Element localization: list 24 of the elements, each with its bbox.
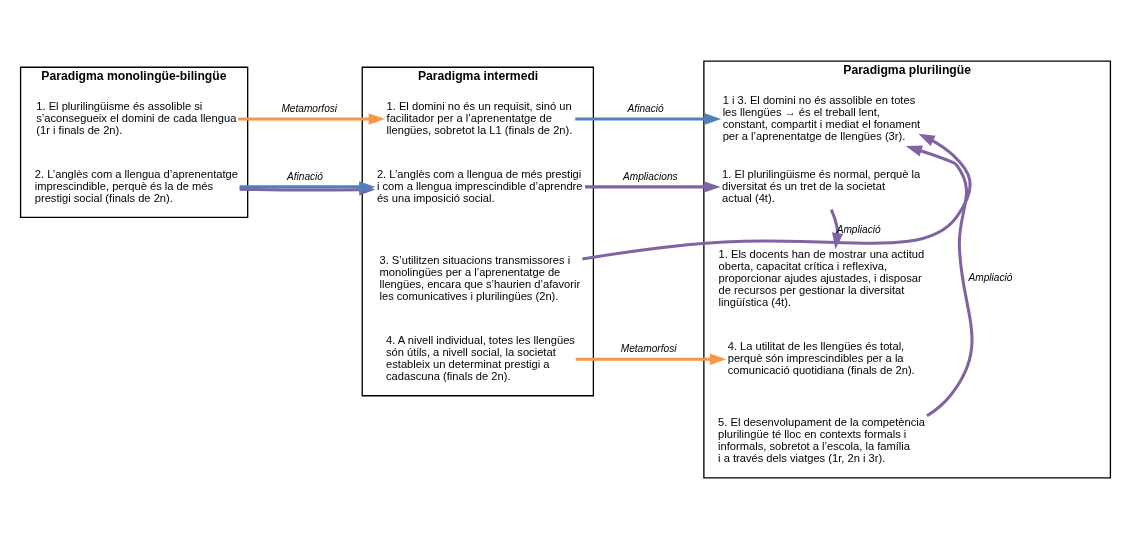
arrow [582,133,972,261]
edge-label: Ampliacions [623,170,678,182]
node-text: 1. El domini no és un requisit, sinó un facilitador per a l’aprenentatge de llengües, sobretot la L1 (finals de 2n). [386,99,573,136]
node-text: 1 i 3. El domini no és assolible en totes les llengües → és el treball lent, constant, compartit i mediat el fonament per a l’aprenentatge de llengües (3r). [722,93,921,143]
node-text: 1. El plurilingüisme és normal, perquè la diversitat és un tret de la societat actual (4t). [722,167,921,204]
arrow [829,208,844,250]
edge-label: Afinació [627,102,664,114]
node-text: 3. S’utilitzen situacions transmissores i monolingües per a l’aprenentatge de llengües, encara que s’haurien d’afavorir les comunicatives i plurilingües (2n). [379,253,581,303]
node-text: 5. El desenvolupament de la competència plurilingüe té lloc en contexts formals i informals, sobretot a l’escola, la família i a través dels viatges (1r, 2n i 3r). [718,415,925,465]
arrow [575,113,722,125]
arrow [238,113,385,125]
edge-label: Ampliació [968,271,1013,283]
arrow [575,353,727,365]
arrow [584,181,721,193]
arrow [905,145,974,418]
node-text: 1. El plurilingüisme és assolible si s’aconsegueix el domini de cada llengua (1r i finals de 2n). [36,99,237,136]
node-text: 1. Els docents han de mostrar una actitud oberta, capacitat crítica i reflexiva, proporcionar ajudes ajustades, i disposar de recursos per gestionar la diversitat lingüística (4t). [718,247,925,309]
edge-label: Afinació [286,170,323,182]
node-text: 2. L’anglès com a llengua d’aprenentatge imprescindible, perquè és la de més prestigi social (finals de 2n). [34,167,238,204]
node-text: 4. A nivell individual, totes les llengües són útils, a nivell social, la societat estableix un determinat prestigi a cadascuna (finals de 2n). [386,333,575,383]
edge-label: Metamorfosi [620,343,677,355]
node-text: 2. L’anglès com a llengua de més prestigi i com a llengua imprescindible d’aprendre és una imposició social. [376,167,583,204]
edge-label: Metamorfosi [281,102,338,114]
node-text: 4. La utilitat de les llengües és total, perquè són imprescindibles per a la comunicació quotidiana (finals de 2n). [727,339,915,377]
